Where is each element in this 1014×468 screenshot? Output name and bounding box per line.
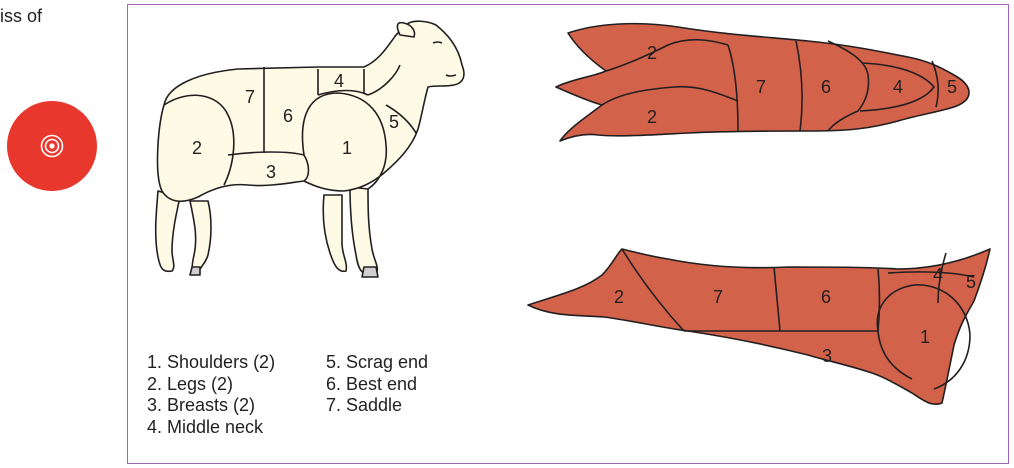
lamb-hind-leg-far — [190, 201, 211, 273]
cut-number: 3 — [822, 346, 832, 366]
cut-number: 4 — [893, 77, 903, 97]
lamb-hoof — [190, 267, 200, 275]
cut-number: 1 — [920, 327, 930, 347]
cut-number: 7 — [245, 87, 255, 107]
lamb-fore-leg-near — [350, 187, 377, 275]
legend-item: 7. Saddle — [326, 395, 428, 417]
legend-item: 1. Shoulders (2) — [147, 352, 275, 374]
cut-number: 2 — [614, 287, 624, 307]
cut-number: 2 — [192, 138, 202, 158]
legend-column-2: 5. Scrag end 6. Best end 7. Saddle — [326, 352, 428, 417]
cut-number: 1 — [342, 138, 352, 158]
legend-item: 4. Middle neck — [147, 417, 275, 439]
cut-number: 7 — [756, 77, 766, 97]
lamb-cuts-figure: 7 4 6 2 5 1 3 2 2 7 6 4 5 — [127, 4, 1009, 464]
legend-item: 2. Legs (2) — [147, 374, 275, 396]
disc-icon[interactable] — [6, 100, 98, 192]
legend-column-1: 1. Shoulders (2) 2. Legs (2) 3. Breasts … — [147, 352, 275, 438]
cut-number: 6 — [821, 287, 831, 307]
legend-item: 3. Breasts (2) — [147, 395, 275, 417]
cut-number: 5 — [389, 112, 399, 132]
cut-number: 6 — [283, 106, 293, 126]
lamb-hoof — [362, 267, 378, 277]
cut-number: 5 — [966, 272, 976, 292]
cut-number: 5 — [947, 77, 957, 97]
cut-number: 4 — [933, 265, 943, 285]
lamb-fore-leg-far — [323, 195, 346, 271]
cut-number: 4 — [334, 71, 344, 91]
cut-number: 2 — [647, 107, 657, 127]
lamb-body — [158, 21, 464, 201]
legend-item: 5. Scrag end — [326, 352, 428, 374]
cut-number: 7 — [713, 287, 723, 307]
legend-item: 6. Best end — [326, 374, 428, 396]
cut-number: 3 — [266, 162, 276, 182]
cut-number: 6 — [821, 77, 831, 97]
cut-off-caption: iss of — [0, 6, 42, 27]
lamb-hind-leg-near — [156, 191, 180, 271]
cut-number: 2 — [647, 43, 657, 63]
